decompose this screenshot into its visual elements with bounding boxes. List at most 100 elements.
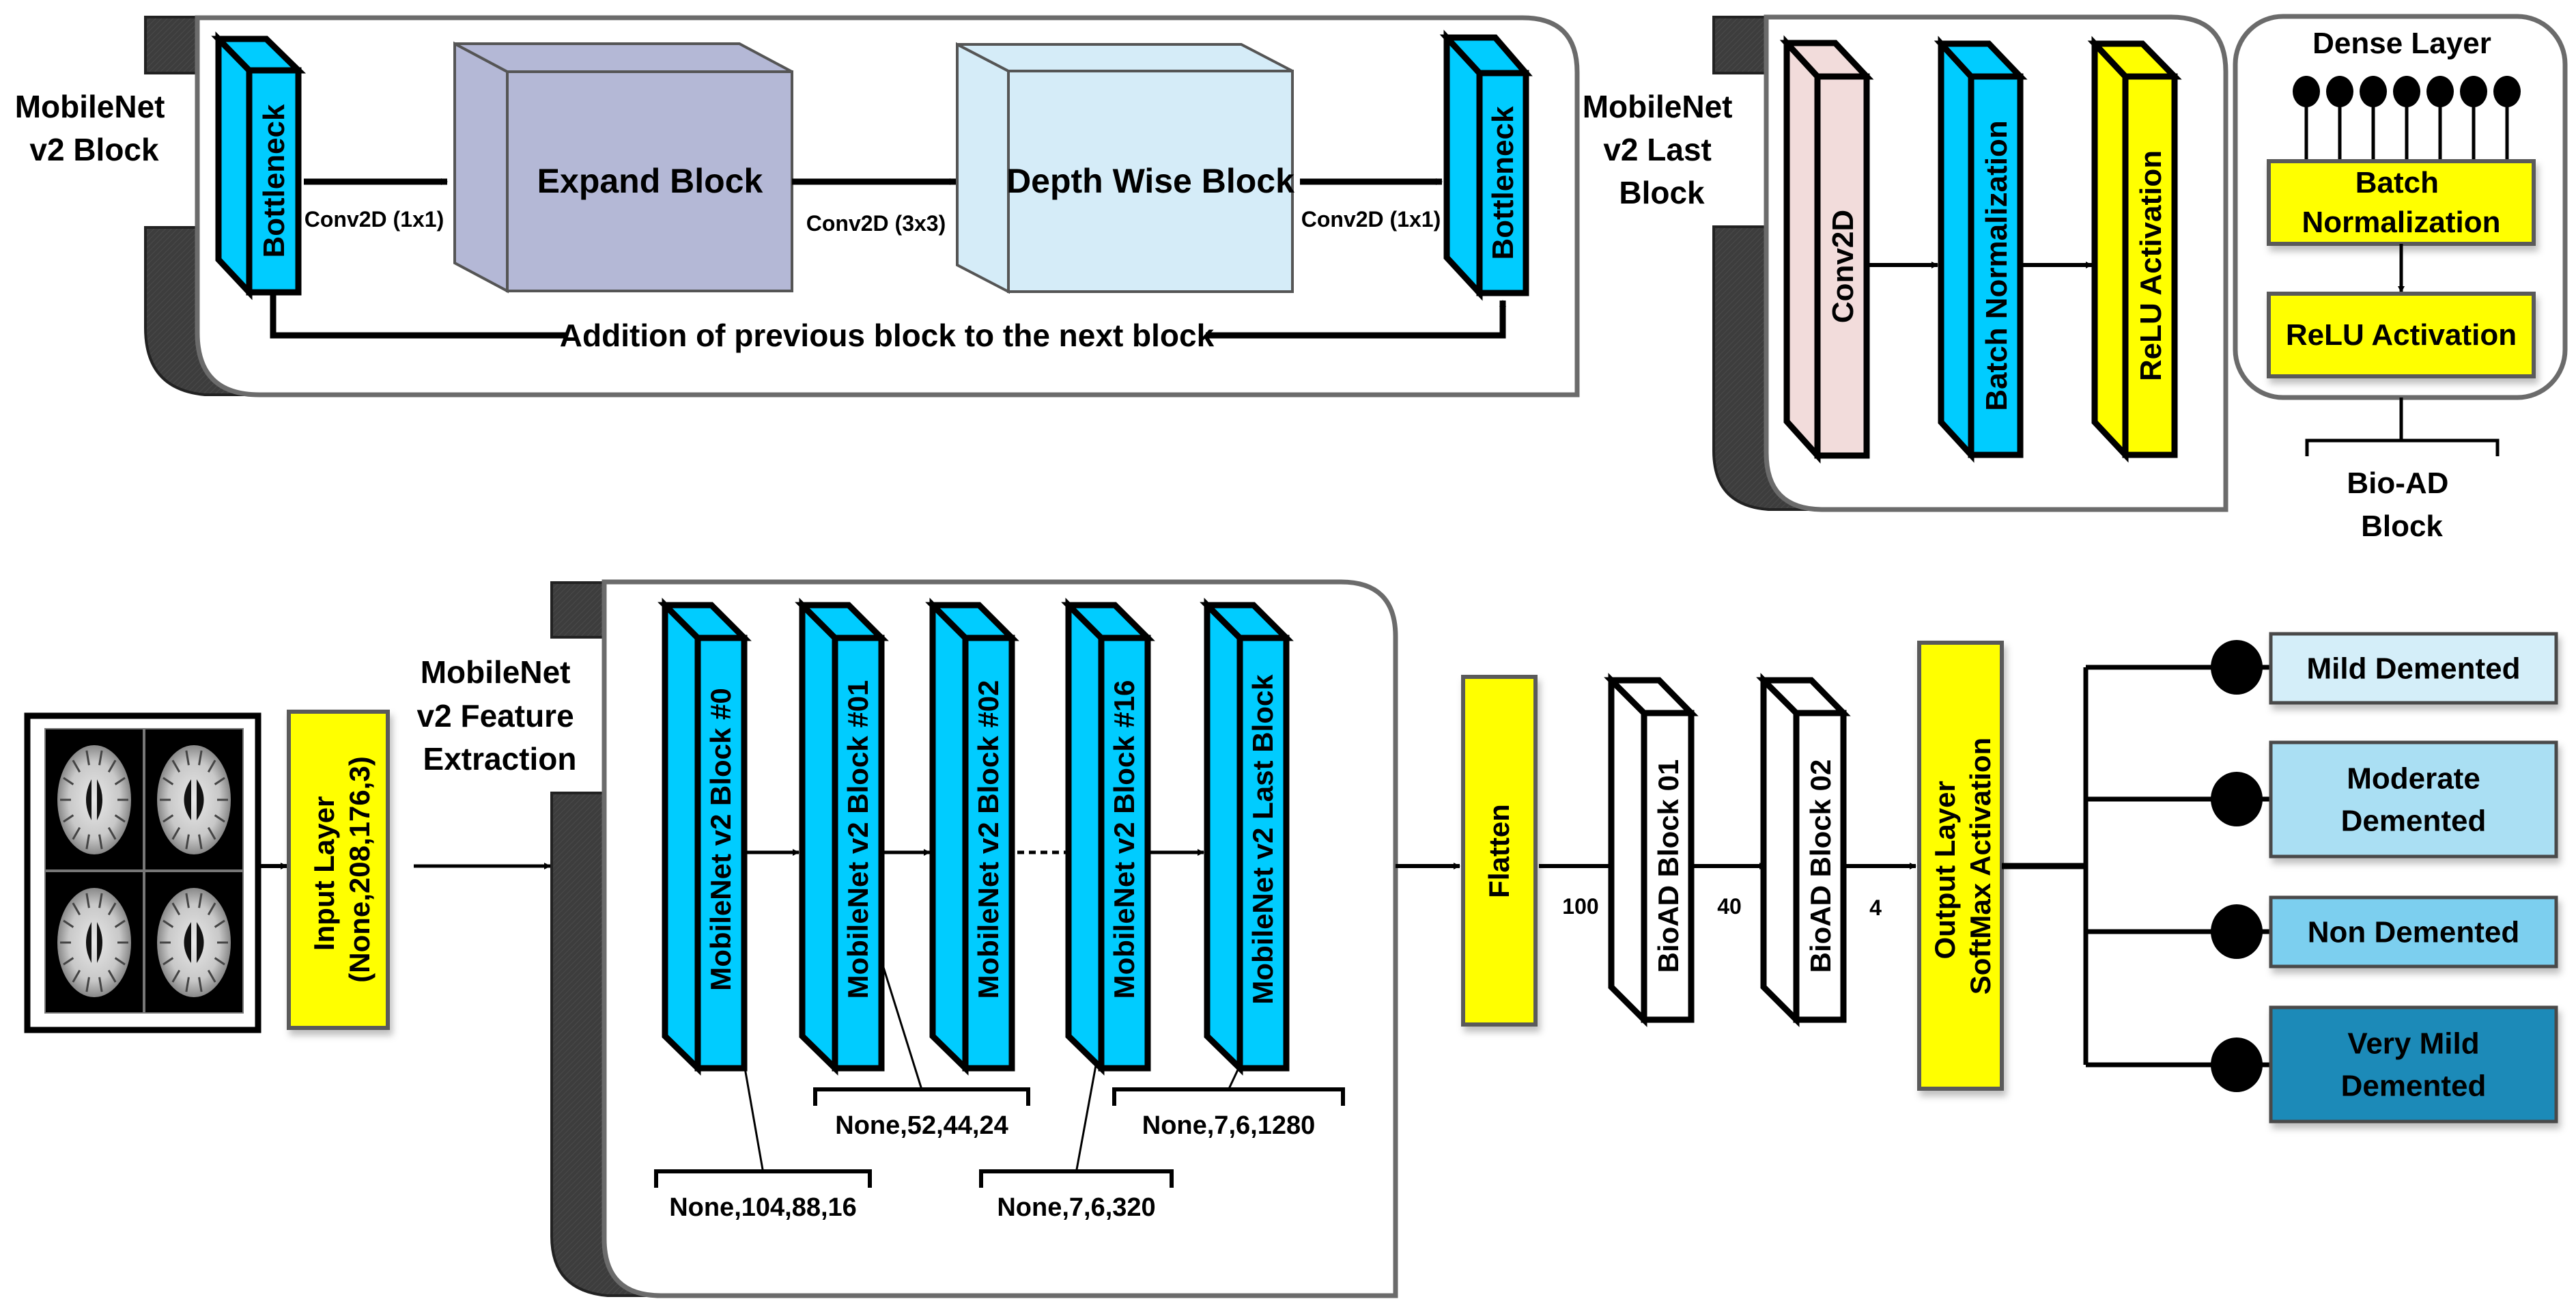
last-panel-tab-top [1712,16,1768,74]
neuron-node [2293,76,2320,107]
units-100: 100 [1562,894,1598,919]
feature-block: MobileNet v2 Block #16 [1061,598,1155,1076]
last-relu-label: ReLU Activation [2134,150,2168,381]
class-box [2269,1005,2558,1124]
shape-annotation: None,52,44,24 [813,962,1030,1140]
neuron-node [2393,76,2420,107]
last-relu-layer: ReLU Activation [2087,36,2182,463]
shape-bracket [654,1169,872,1188]
feature-block-label: MobileNet v2 Block #01 [842,680,874,999]
shape-label: None,104,88,16 [669,1193,857,1222]
input-layer: Input Layer (None,208,176,3) [287,710,390,1030]
mobilenet-v2-block-panel: MobileNet v2 Block Bottleneck Conv2D (1x… [15,15,1580,398]
bioad-block-panel: Dense Layer Batch Normalization ReLU Act… [2233,14,2568,543]
feature-extraction-title: MobileNet v2 Feature Extraction [417,654,583,777]
class-box [2269,895,2558,968]
shape-leader-line [744,1068,764,1172]
class-box [2269,740,2558,859]
shape-bracket [813,1087,1030,1106]
feature-block: MobileNet v2 Last Block [1200,598,1294,1076]
panel-title: MobileNet v2 Block [15,89,174,167]
bioad-block-01: BioAD Block 01 [1604,673,1699,1027]
class-node-dot [2211,772,2263,826]
class-box [2269,632,2558,705]
expand-block: Expand Block [453,41,793,294]
bioad-bracket [2305,438,2500,456]
feature-block: MobileNet v2 Block #0 [657,598,752,1076]
bottleneck-input-label: Bottleneck [257,104,291,257]
class-node-dot [2211,640,2263,695]
input-layer-label: Input Layer (None,208,176,3) [308,756,376,983]
last-conv2d-label: Conv2D [1826,210,1860,323]
shape-label: None,7,6,1280 [1142,1111,1315,1140]
output-layer: Output Layer SoftMax Activation [1917,641,2004,1091]
bottleneck-output: Bottleneck [1439,29,1533,301]
skip-connection-left [270,292,567,339]
shape-annotation: None,7,6,320 [979,1065,1174,1222]
output-layer-label: Output Layer SoftMax Activation [1929,738,1996,994]
neuron-node [2426,76,2454,107]
conv2-label: Conv2D (3x3) [806,211,946,236]
panel-tab-top [144,16,199,74]
depthwise-block: Depth Wise Block [956,42,1294,294]
shape-label: None,52,44,24 [835,1111,1008,1140]
feature-tab-top [550,581,606,639]
mobilenet-v2-last-block-panel: MobileNet v2 Last Block Conv2D Batch Nor… [1583,14,2228,512]
units-40: 40 [1717,894,1742,919]
bioad-block-02-label: BioAD Block 02 [1804,759,1837,973]
class-label: Mild Demented [2307,652,2521,686]
shape-leader-line [1228,1065,1241,1090]
bioad-block-01-label: BioAD Block 01 [1652,759,1684,973]
units-4: 4 [1869,895,1882,920]
shape-annotation: None,7,6,1280 [1112,1065,1345,1140]
conv1-label: Conv2D (1x1) [305,207,444,232]
shape-leader-line [881,962,923,1090]
feature-extraction-panel: MobileNet v2 Block #0 MobileNet v2 Block … [550,579,1398,1298]
bottleneck-output-label: Bottleneck [1486,106,1520,260]
bioad-block-02: BioAD Block 02 [1756,673,1851,1027]
neuron-node [2326,76,2353,107]
class-node-dot [2211,904,2263,959]
neuron-node [2493,76,2521,107]
mri-scan [144,728,244,871]
skip-connection-label: Addition of previous block to the next b… [560,318,1215,353]
mri-input-images [24,712,261,1033]
feature-block-label: MobileNet v2 Last Block [1247,674,1279,1005]
last-block-title: MobileNet v2 Last Block [1583,89,1742,210]
shape-label: None,7,6,320 [997,1193,1155,1222]
shape-leader-line [1075,1065,1097,1172]
neuron-node [2460,76,2487,107]
last-batchnorm-layer: Batch Normalization [1934,36,2028,463]
flatten-label: Flatten [1483,804,1515,898]
bioad-caption: Bio-AD Block [2347,466,2457,543]
feature-block-label: MobileNet v2 Block #16 [1108,680,1140,999]
feature-block: MobileNet v2 Block #01 [795,598,889,1076]
shape-bracket [1112,1087,1345,1106]
dense-relu-box [2267,292,2536,378]
feature-block: MobileNet v2 Block #02 [925,598,1019,1076]
mri-scan [144,871,244,1014]
dense-relu-label: ReLU Activation [2286,318,2517,352]
feature-block-label: MobileNet v2 Block #0 [705,688,737,990]
mri-scan [44,871,144,1014]
dense-batchnorm-box [2267,159,2536,246]
depthwise-block-label: Depth Wise Block [1006,162,1294,200]
expand-block-label: Expand Block [537,162,763,200]
last-batchnorm-label: Batch Normalization [1980,120,2013,410]
feature-block-label: MobileNet v2 Block #02 [972,680,1004,999]
flatten-layer: Flatten [1461,675,1538,1027]
last-conv2d-layer: Conv2D [1779,35,1874,464]
class-label: Non Demented [2308,916,2519,949]
class-output-1: Mild Demented [2086,632,2558,705]
class-output-3: Non Demented [2086,895,2558,968]
dense-layer-title: Dense Layer [2312,27,2491,60]
shape-annotation: None,104,88,16 [654,1068,872,1222]
dense-neurons [2293,76,2521,161]
bottleneck-input: Bottleneck [211,31,307,301]
skip-connection-right [1206,300,1506,339]
